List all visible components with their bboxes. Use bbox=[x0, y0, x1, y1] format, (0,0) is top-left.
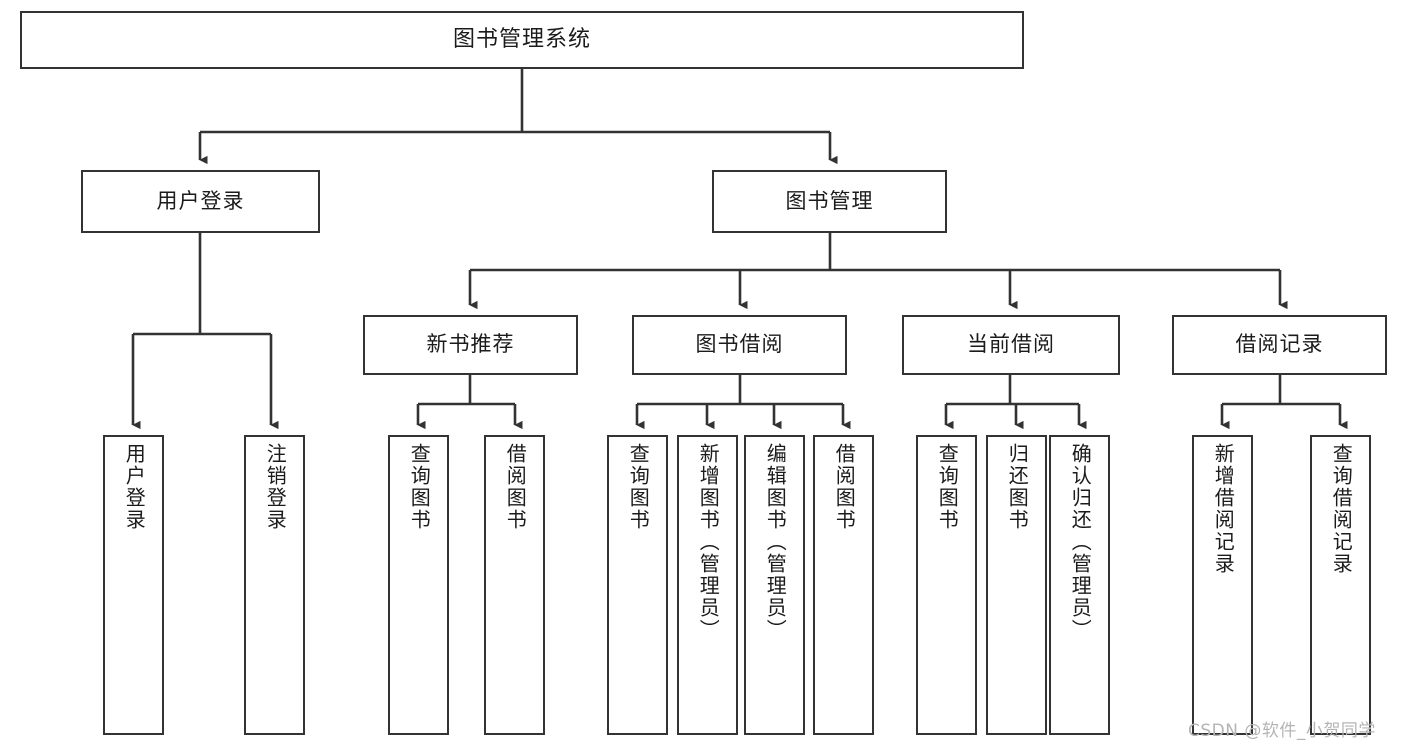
node-new-book-recommend[interactable]: 新书推荐 bbox=[363, 315, 578, 375]
node-book-manage[interactable]: 图书管理 bbox=[712, 170, 947, 233]
node-user-login-label: 用户登录 bbox=[156, 188, 245, 213]
node-borrow-record-label: 借阅记录 bbox=[1235, 332, 1324, 357]
node-leaf-edit-book-admin-label: 编辑图书（管理员） bbox=[763, 443, 788, 641]
node-book-borrow[interactable]: 图书借阅 bbox=[632, 315, 847, 375]
node-leaf-query-book-1[interactable]: 查询图书 bbox=[388, 435, 449, 735]
node-leaf-user-login-label: 用户登录 bbox=[122, 443, 147, 531]
node-new-book-recommend-label: 新书推荐 bbox=[426, 332, 515, 357]
node-leaf-query-book-3[interactable]: 查询图书 bbox=[916, 435, 977, 735]
node-book-manage-label: 图书管理 bbox=[785, 188, 874, 213]
node-leaf-edit-book-admin[interactable]: 编辑图书（管理员） bbox=[744, 435, 805, 735]
node-current-borrow-label: 当前借阅 bbox=[967, 332, 1055, 357]
node-root-label: 图书管理系统 bbox=[452, 26, 591, 52]
node-leaf-confirm-return-admin[interactable]: 确认归还（管理员） bbox=[1049, 435, 1110, 735]
node-leaf-query-book-3-label: 查询图书 bbox=[935, 443, 960, 531]
node-leaf-query-book-2[interactable]: 查询图书 bbox=[607, 435, 668, 735]
node-leaf-borrow-book-2[interactable]: 借阅图书 bbox=[813, 435, 874, 735]
node-leaf-add-borrow-record-label: 新增借阅记录 bbox=[1211, 443, 1236, 575]
node-leaf-query-book-2-label: 查询图书 bbox=[626, 443, 651, 531]
node-leaf-query-book-1-label: 查询图书 bbox=[407, 443, 432, 531]
node-leaf-user-logout[interactable]: 注销登录 bbox=[244, 435, 305, 735]
csdn-watermark: CSDN @软件_小贺同学 bbox=[1188, 721, 1376, 741]
node-leaf-add-book-admin[interactable]: 新增图书（管理员） bbox=[677, 435, 738, 735]
node-borrow-record[interactable]: 借阅记录 bbox=[1172, 315, 1387, 375]
node-leaf-borrow-book-1-label: 借阅图书 bbox=[503, 443, 528, 531]
node-leaf-return-book-label: 归还图书 bbox=[1005, 443, 1030, 531]
node-leaf-add-book-admin-label: 新增图书（管理员） bbox=[696, 443, 721, 641]
node-book-borrow-label: 图书借阅 bbox=[695, 332, 784, 357]
node-current-borrow[interactable]: 当前借阅 bbox=[902, 315, 1120, 375]
node-leaf-borrow-book-1[interactable]: 借阅图书 bbox=[484, 435, 545, 735]
node-leaf-return-book[interactable]: 归还图书 bbox=[986, 435, 1047, 735]
node-leaf-query-borrow-record-label: 查询借阅记录 bbox=[1329, 443, 1354, 575]
node-root[interactable]: 图书管理系统 bbox=[20, 11, 1024, 69]
node-user-login[interactable]: 用户登录 bbox=[81, 170, 320, 233]
node-leaf-user-logout-label: 注销登录 bbox=[263, 443, 288, 531]
node-leaf-confirm-return-admin-label: 确认归还（管理员） bbox=[1068, 443, 1093, 641]
node-leaf-user-login[interactable]: 用户登录 bbox=[103, 435, 164, 735]
node-leaf-query-borrow-record[interactable]: 查询借阅记录 bbox=[1310, 435, 1371, 735]
node-leaf-add-borrow-record[interactable]: 新增借阅记录 bbox=[1192, 435, 1253, 735]
node-leaf-borrow-book-2-label: 借阅图书 bbox=[832, 443, 857, 531]
